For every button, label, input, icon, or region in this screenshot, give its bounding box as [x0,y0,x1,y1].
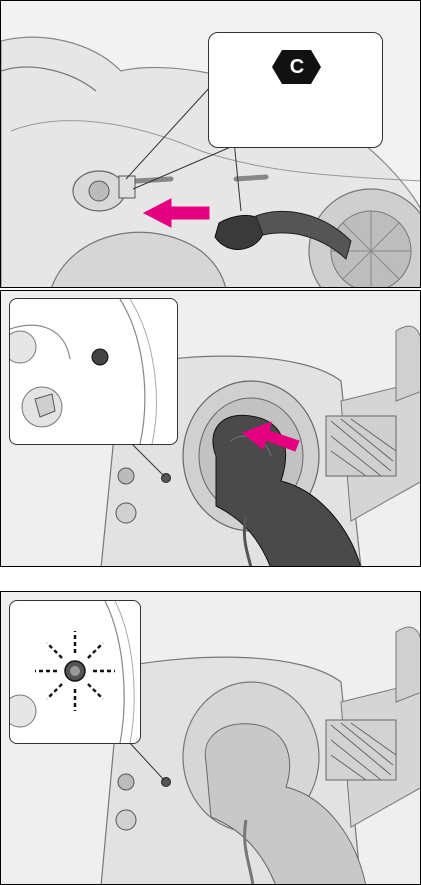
illustration-panel-indicator-blinking [0,591,421,885]
callout-box: C [208,32,383,148]
illustration-panel-car-charging-port: C [0,0,421,288]
indicator-closeup-illustration [10,299,177,444]
port-label-letter: C [282,53,312,81]
port-label-badge [209,33,382,147]
illustration-panel-insert-connector [0,290,421,567]
indicator-callout-box [9,298,178,445]
blinking-indicator-icon [10,601,140,743]
indicator-blink-callout-box [9,600,141,744]
